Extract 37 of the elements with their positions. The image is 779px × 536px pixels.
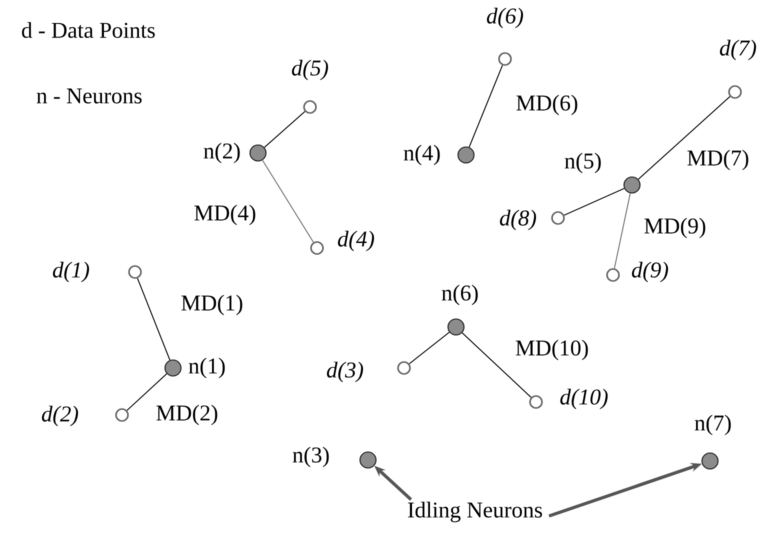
edge-label: MD(1) [181,294,242,316]
node-label: n(6) [442,284,478,306]
node-label: d(1) [52,262,90,282]
node-label: n(5) [564,152,601,174]
connector-line [262,160,314,243]
connector-line [614,192,631,269]
node-label: n(2) [204,142,240,164]
connector-line [137,278,170,361]
connector-line [408,332,450,364]
connector-line [638,96,730,180]
node-label: d(9) [632,262,668,282]
edge-label: MD(6) [516,94,578,116]
connector-line [462,332,532,398]
node-label: d(6) [486,8,524,28]
node-label: n(3) [292,446,329,468]
legend-text: n - Neurons [36,88,142,104]
node-label: n(4) [404,144,440,166]
caption-text: Idling Neurons [408,502,542,522]
connector-line [564,188,625,216]
connector-line [126,373,168,411]
edge-label: MD(4) [194,204,256,226]
edge-label: MD(2) [156,404,218,426]
edge-label: MD(10) [516,340,588,360]
edge-label: MD(7) [687,150,748,170]
node-label: d(5) [292,60,328,80]
node-label: d(3) [326,362,364,382]
node-label: n(7) [694,414,731,436]
node-label: d(8) [500,210,536,230]
node-label: d(10) [560,388,608,410]
edge-label: MD(9) [644,218,706,238]
node-label: d(4) [338,230,374,252]
node-label: n(1) [188,358,225,378]
node-label: d(2) [42,406,78,426]
node-label: d(7) [720,40,756,60]
connector-line [468,64,503,148]
legend-text: d - Data Points [22,22,155,38]
connector-line [264,111,306,148]
